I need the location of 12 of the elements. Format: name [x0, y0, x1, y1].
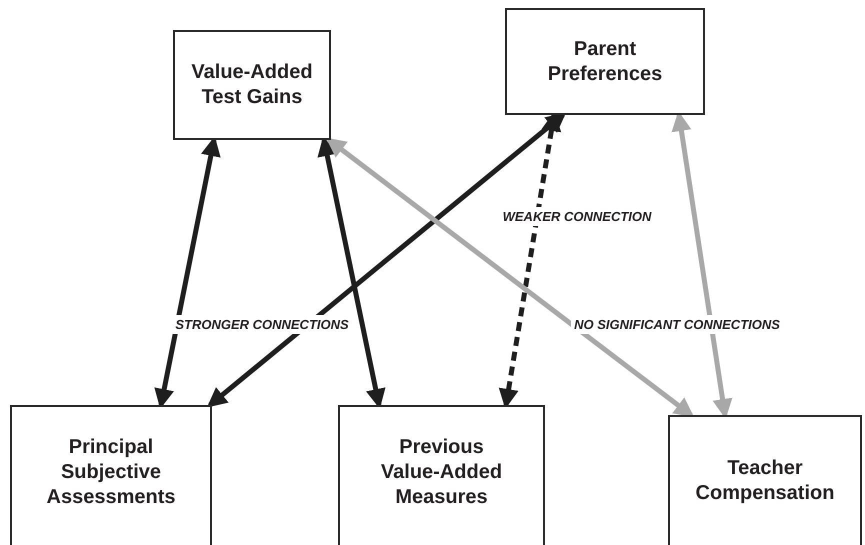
box [338, 405, 545, 545]
box-label: Principal Subjective Assessments [46, 434, 176, 510]
box [10, 405, 212, 545]
box [668, 415, 862, 545]
box-label: Previous Value-Added Measures [380, 434, 504, 510]
box [505, 8, 705, 115]
double-arrow [326, 138, 694, 418]
box-label: Parent Preferences [546, 36, 664, 86]
box [173, 30, 331, 140]
box-label: Value-Added Test Gains [190, 60, 314, 110]
box-label: Teacher Compensation [694, 456, 836, 506]
connection-label: NO SIGNIFICANT CONNECTIONS [571, 314, 783, 334]
